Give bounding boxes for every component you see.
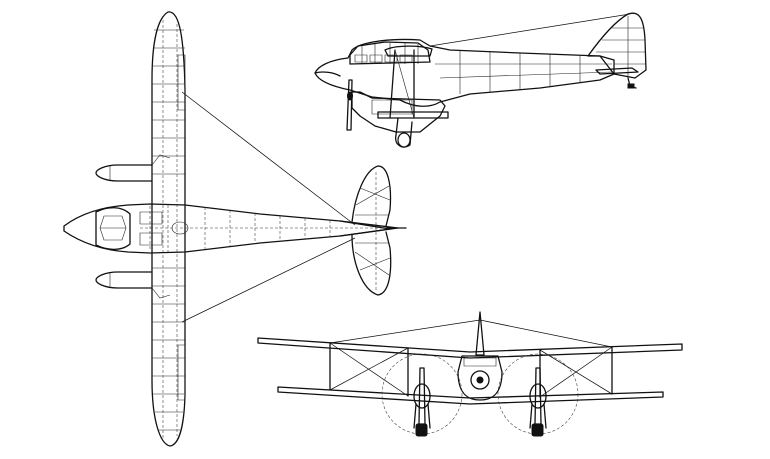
plan-cabin-hatch-1 bbox=[140, 212, 162, 224]
plan-tailplane-ribs bbox=[355, 186, 390, 275]
side-lower-wing-section bbox=[378, 112, 448, 118]
side-nose-line bbox=[315, 72, 340, 76]
front-bracing-wires bbox=[330, 320, 612, 397]
plan-cabin-hatch-2 bbox=[140, 233, 162, 245]
side-tail-wheel bbox=[628, 84, 634, 88]
front-nacelle-right bbox=[530, 384, 546, 408]
plan-nacelle-upper-fairing bbox=[152, 155, 170, 165]
side-strut-brace bbox=[395, 50, 414, 118]
side-propeller-hub bbox=[348, 92, 353, 100]
front-view bbox=[258, 312, 682, 436]
side-propeller bbox=[347, 80, 352, 130]
side-fin-ribs bbox=[596, 16, 646, 76]
front-nose bbox=[471, 371, 489, 389]
side-nacelle-panel bbox=[372, 100, 412, 114]
front-propeller-left bbox=[419, 368, 425, 424]
side-upper-wing-section bbox=[385, 46, 432, 56]
front-undercarriage-right bbox=[530, 404, 546, 428]
side-view bbox=[315, 13, 646, 147]
side-antenna-wire bbox=[430, 14, 630, 46]
plan-brace-wire-lower bbox=[182, 238, 355, 322]
plan-view bbox=[64, 12, 406, 446]
front-wheel-left bbox=[416, 424, 427, 436]
plan-aileron-lower bbox=[178, 345, 185, 400]
side-strut-front bbox=[390, 50, 395, 118]
front-tail-fin bbox=[476, 312, 484, 355]
plan-wing-outline bbox=[152, 12, 185, 446]
side-undercarriage-leg bbox=[396, 118, 412, 147]
side-main-wheel bbox=[398, 133, 410, 147]
front-wheel-right bbox=[532, 424, 543, 436]
side-fuselage-frames bbox=[435, 51, 612, 94]
plan-roof-hatch bbox=[172, 222, 188, 234]
front-upper-wing bbox=[258, 338, 682, 358]
side-fuselage-outline bbox=[315, 39, 614, 106]
plan-tailplane-lower bbox=[352, 232, 391, 295]
front-nose-center bbox=[477, 377, 483, 383]
side-tailplane bbox=[596, 68, 638, 74]
side-tail-fin bbox=[588, 13, 646, 78]
plan-tailplane-upper bbox=[352, 166, 391, 226]
plan-cockpit-canopy bbox=[96, 208, 130, 250]
plan-aileron-upper bbox=[178, 55, 185, 110]
side-window-frames bbox=[355, 43, 418, 64]
plan-fuselage-outline bbox=[64, 204, 390, 253]
plan-nacelle-lower-fairing bbox=[152, 288, 170, 298]
plan-nacelle-lower bbox=[96, 272, 152, 288]
front-nacelle-left bbox=[414, 384, 430, 408]
plan-brace-wire-upper bbox=[182, 92, 355, 225]
front-windscreen bbox=[464, 358, 496, 366]
plan-fuselage-frames bbox=[140, 205, 388, 252]
plan-wing-ribs bbox=[152, 30, 185, 430]
front-undercarriage-left bbox=[414, 404, 430, 428]
plan-nacelle-upper bbox=[96, 165, 152, 181]
side-nacelle bbox=[352, 92, 445, 132]
